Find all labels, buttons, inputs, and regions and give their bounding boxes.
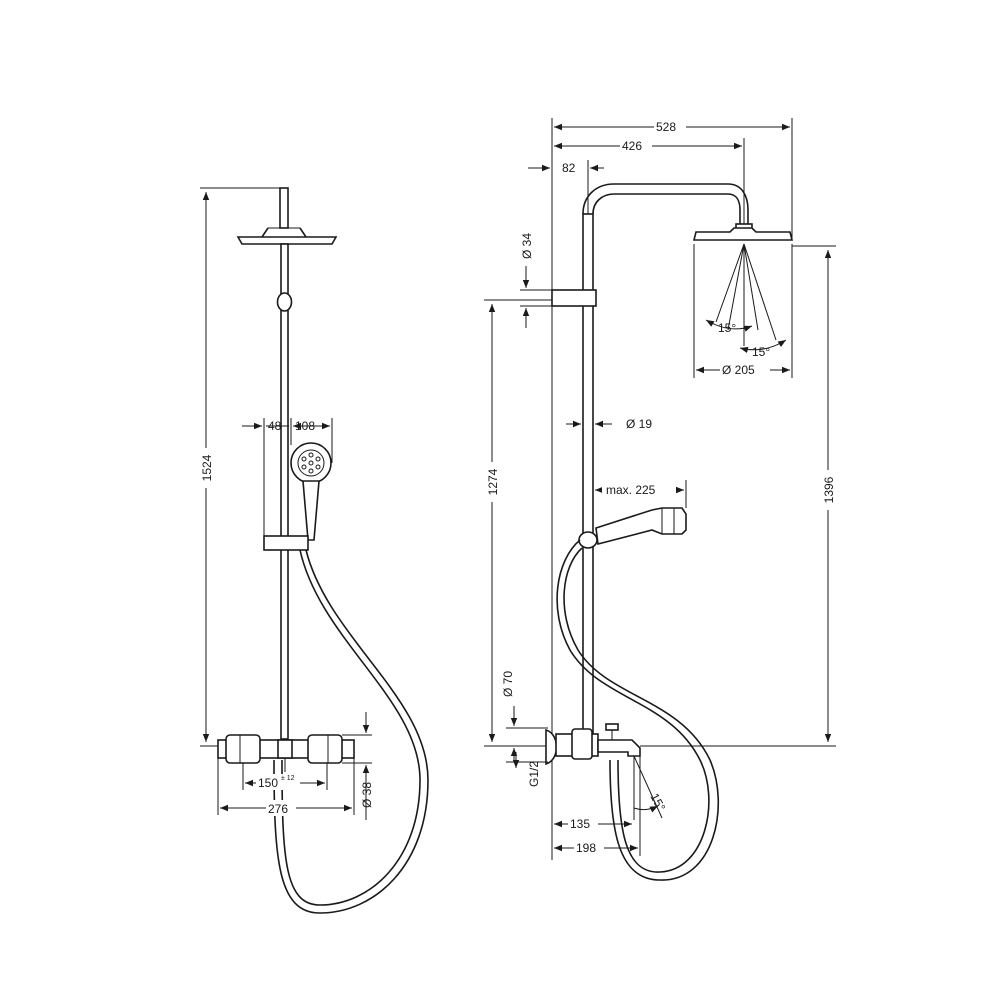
dim-1274: 1274 — [484, 299, 552, 747]
dim-o205-label: Ø 205 — [722, 363, 755, 377]
side-shower-head — [692, 227, 794, 241]
side-overhead-arm — [582, 183, 749, 226]
side-spout — [597, 739, 641, 757]
front-rail — [280, 243, 289, 740]
front-hose — [281, 549, 421, 906]
front-top-pipe — [279, 187, 289, 229]
dim-max-225: max. 225 — [595, 480, 687, 508]
dim-426: 426 — [554, 138, 745, 224]
dim-150-label: 150 — [258, 776, 278, 790]
dim-82-label: 82 — [562, 161, 576, 175]
dim-82: 82 — [528, 160, 604, 214]
dim-o38: Ø 38 — [342, 712, 374, 820]
front-slider — [263, 535, 309, 551]
dim-426-label: 426 — [622, 139, 642, 153]
front-head-arm — [261, 227, 307, 238]
dim-spout-angle: 15° — [633, 791, 668, 814]
dim-276-label: 276 — [268, 802, 288, 816]
front-view: 1524 48 108 150 ± 12 276 — [198, 187, 429, 914]
dim-o34-label: Ø 34 — [520, 233, 534, 259]
dim-1396-label: 1396 — [822, 476, 836, 503]
side-holder — [551, 289, 597, 307]
side-hand-holder-knob — [578, 531, 598, 549]
front-hand-shower-face — [290, 442, 332, 484]
front-shower-head — [236, 236, 338, 245]
dim-48-label: 48 — [268, 419, 282, 433]
dim-276: 276 — [217, 758, 355, 816]
side-hand-shower — [595, 507, 687, 546]
dim-o19-label: Ø 19 — [626, 417, 652, 431]
side-hose — [556, 539, 710, 873]
dim-1274-label: 1274 — [486, 468, 500, 495]
dim-spout-angle-label: 15° — [647, 791, 668, 814]
dim-150: 150 ± 12 — [242, 763, 328, 790]
dim-135-label: 135 — [570, 817, 590, 831]
front-mixer-knob-left — [225, 734, 261, 764]
dim-o34: Ø 34 — [520, 233, 552, 328]
front-mixer-knob-right — [307, 734, 343, 764]
dim-150-tolerance: ± 12 — [281, 775, 295, 782]
dim-1524-label: 1524 — [200, 454, 214, 481]
dim-o19: Ø 19 — [566, 417, 652, 431]
dim-spray-angle-right-label: 15° — [752, 345, 770, 359]
dim-1524: 1524 — [198, 187, 280, 747]
dim-g12-label: G1/2 — [527, 761, 541, 787]
dim-spray-angle-left-label: 15° — [718, 321, 736, 335]
dim-o38-label: Ø 38 — [360, 782, 374, 808]
side-mixer-knob — [571, 728, 593, 760]
dim-528-label: 528 — [656, 120, 676, 134]
dim-198: 198 — [554, 756, 641, 856]
dim-108-label: 108 — [295, 419, 315, 433]
dim-max-225-label: max. 225 — [606, 483, 656, 497]
front-rail-knob — [276, 292, 293, 312]
dim-48-108: 48 108 — [242, 418, 333, 536]
dim-o70: Ø 70 — [501, 671, 548, 760]
dim-528: 528 — [554, 118, 793, 240]
dim-198-label: 198 — [576, 841, 596, 855]
side-spray-cone — [715, 243, 777, 346]
dim-1396: 1396 — [640, 245, 836, 747]
dim-o70-label: Ø 70 — [501, 671, 515, 697]
side-view: 528 426 82 Ø 34 12 — [484, 118, 836, 881]
side-diverter — [605, 723, 619, 731]
front-mixer-centre — [277, 739, 293, 759]
front-hand-shower-nozzles — [301, 452, 321, 474]
dim-135: 135 — [554, 816, 632, 832]
dim-spray-angles: 15° 15° — [705, 319, 787, 359]
side-escutcheon — [545, 728, 558, 766]
dim-o205: Ø 205 — [693, 244, 793, 378]
front-hand-shower-handle — [302, 480, 320, 541]
dim-g12: G1/2 — [506, 752, 548, 787]
